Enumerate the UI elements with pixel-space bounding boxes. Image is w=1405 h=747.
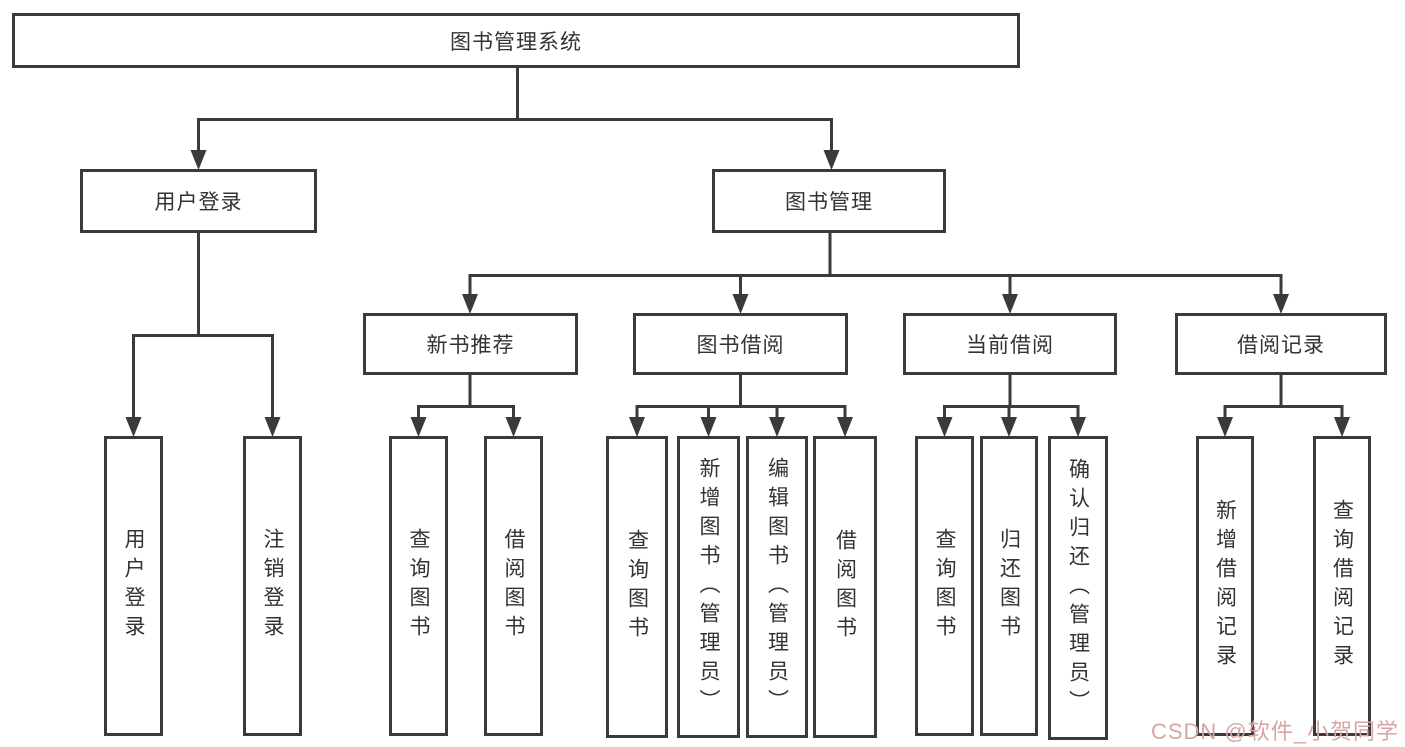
leaf-query-books-current: 查询图书 xyxy=(915,436,974,736)
node-book-borrowing: 图书借阅 xyxy=(633,313,848,375)
leaf-logout-label: 注销登录 xyxy=(261,528,284,644)
csdn-watermark: CSDN @软件_小贺同学 xyxy=(1150,719,1399,744)
leaf-return-books-label: 归还图书 xyxy=(997,528,1021,644)
node-new-book-recommendation: 新书推荐 xyxy=(363,313,578,375)
leaf-query-books-current-label: 查询图书 xyxy=(933,528,956,644)
node-book-management-label: 图书管理 xyxy=(785,191,873,214)
leaf-return-books: 归还图书 xyxy=(980,436,1038,736)
leaf-confirm-return-admin: 确认归还（管理员） xyxy=(1048,436,1108,740)
leaf-edit-books-admin-label: 编辑图书（管理员） xyxy=(765,456,789,718)
node-new-book-recommendation-label: 新书推荐 xyxy=(426,334,515,357)
leaf-user-login-label: 用户登录 xyxy=(122,528,145,644)
leaf-query-books-recommend-label: 查询图书 xyxy=(407,528,430,644)
leaf-query-borrow-record: 查询借阅记录 xyxy=(1313,436,1371,736)
node-borrowing-records-label: 借阅记录 xyxy=(1237,334,1325,357)
leaf-user-login: 用户登录 xyxy=(104,436,163,736)
node-user-login-label: 用户登录 xyxy=(154,191,243,214)
leaf-confirm-return-admin-label: 确认归还（管理员） xyxy=(1066,457,1090,719)
node-root-library-system: 图书管理系统 xyxy=(12,13,1020,68)
leaf-borrow-books-recommend: 借阅图书 xyxy=(484,436,543,736)
node-user-login: 用户登录 xyxy=(80,169,317,233)
leaf-logout: 注销登录 xyxy=(243,436,302,736)
leaf-add-books-admin-label: 新增图书（管理员） xyxy=(697,456,720,718)
leaf-query-books-borrowing: 查询图书 xyxy=(606,436,668,738)
node-borrowing-records: 借阅记录 xyxy=(1175,313,1387,375)
node-book-management: 图书管理 xyxy=(712,169,946,233)
leaf-add-borrow-record: 新增借阅记录 xyxy=(1196,436,1254,736)
leaf-query-books-borrowing-label: 查询图书 xyxy=(625,529,649,645)
node-current-borrowing-label: 当前借阅 xyxy=(966,334,1054,357)
leaf-borrow-books-label: 借阅图书 xyxy=(833,529,857,645)
node-current-borrowing: 当前借阅 xyxy=(903,313,1117,375)
leaf-query-borrow-record-label: 查询借阅记录 xyxy=(1330,499,1354,673)
node-book-borrowing-label: 图书借阅 xyxy=(696,334,785,357)
leaf-add-books-admin: 新增图书（管理员） xyxy=(677,436,740,738)
leaf-borrow-books: 借阅图书 xyxy=(813,436,877,738)
leaf-add-borrow-record-label: 新增借阅记录 xyxy=(1213,499,1237,673)
leaf-borrow-books-recommend-label: 借阅图书 xyxy=(502,528,525,644)
leaf-query-books-recommend: 查询图书 xyxy=(389,436,448,736)
node-root-label: 图书管理系统 xyxy=(450,30,582,54)
leaf-edit-books-admin: 编辑图书（管理员） xyxy=(746,436,808,738)
